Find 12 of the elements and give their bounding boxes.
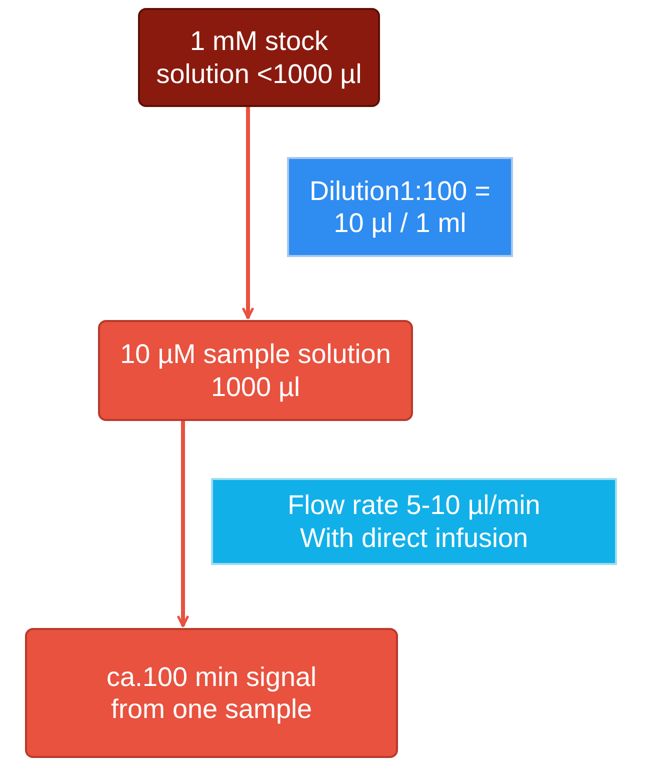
note-box [287,157,513,257]
process-box [138,8,380,107]
node-label: Dilution1:100 = 10 µl / 1 ml [308,174,492,240]
node-label: 10 µM sample solution 1000 µl [119,338,392,403]
process-box [98,320,413,421]
arrow [176,421,190,628]
process-box [25,628,398,758]
arrow [242,107,254,320]
node-label: 1 mM stock solution <1000 µl [155,25,363,90]
node-label: ca.100 min signal from one sample [105,660,318,726]
node-label: Flow rate 5-10 µl/min With direct infusion [286,489,542,554]
note-box [211,478,617,565]
